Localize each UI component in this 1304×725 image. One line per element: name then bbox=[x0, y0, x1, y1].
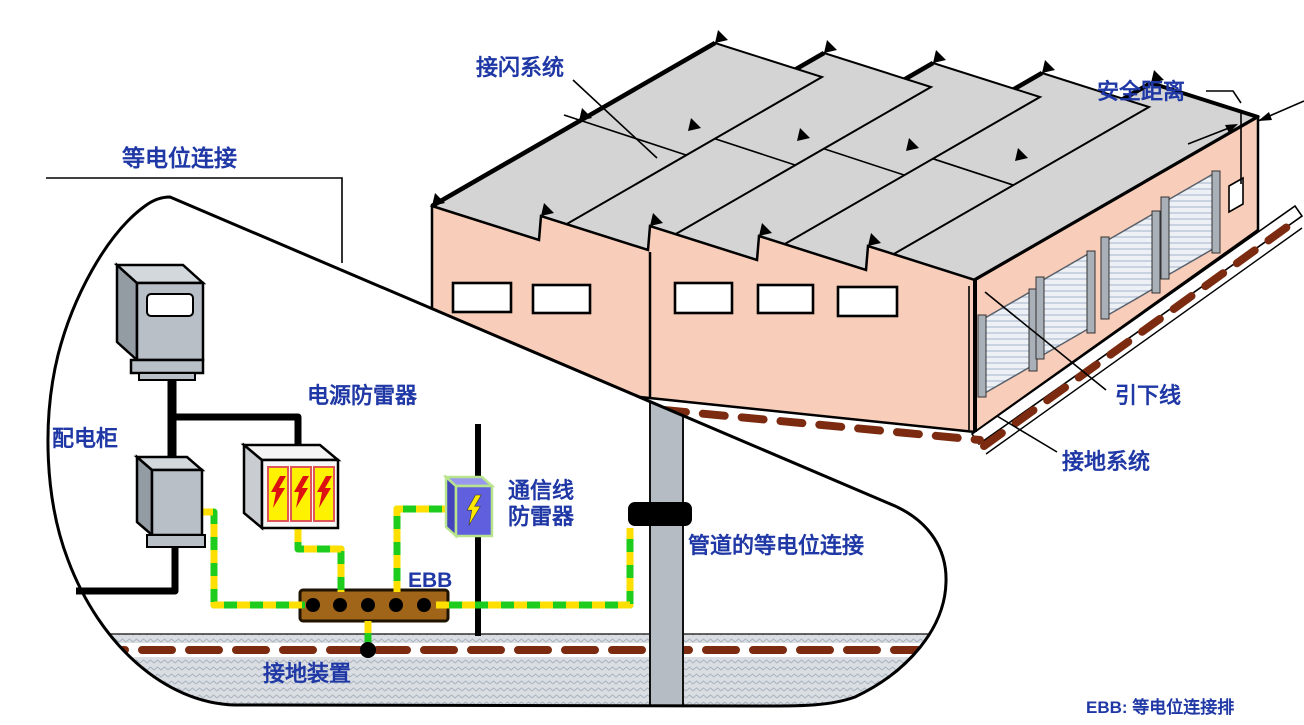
spd-modules bbox=[267, 466, 335, 522]
window bbox=[756, 283, 815, 315]
bonding-wire-ebb-to-pipe-clamp bbox=[436, 528, 634, 609]
footing-line bbox=[985, 227, 1303, 455]
bonding-wire-commspd-to-ebb bbox=[393, 505, 455, 592]
label-ebb: EBB bbox=[408, 569, 452, 592]
window bbox=[1160, 170, 1221, 280]
grounding-ring-dashes bbox=[660, 218, 1298, 450]
window bbox=[531, 283, 592, 315]
label-down-conductor: 引下线 bbox=[1115, 383, 1181, 408]
label-distribution-cabinet: 配电柜 bbox=[52, 426, 118, 451]
label-earthing-system: 接地系统 bbox=[1062, 449, 1150, 474]
window bbox=[673, 281, 734, 315]
label-comm-spd-line2: 防雷器 bbox=[508, 504, 575, 529]
dimension-arrow bbox=[1225, 124, 1238, 133]
window bbox=[836, 285, 899, 318]
side-door bbox=[1228, 176, 1244, 214]
label-air-termination: 接闪系统 bbox=[476, 55, 564, 80]
pipe-clamp bbox=[628, 502, 692, 526]
comm-spd bbox=[442, 474, 496, 539]
label-comm-spd-line1: 通信线 bbox=[508, 478, 574, 503]
leader-equipotential-bonding bbox=[46, 177, 343, 263]
label-safety-distance: 安全距离 bbox=[1097, 79, 1185, 104]
pipe bbox=[649, 384, 684, 706]
window bbox=[1035, 250, 1096, 360]
power-spd bbox=[240, 442, 342, 531]
window bbox=[451, 281, 513, 314]
sawtooth-roof bbox=[429, 30, 1261, 282]
leader-air-termination bbox=[572, 79, 658, 159]
label-legend-ebb: EBB: 等电位连接排 bbox=[1086, 697, 1234, 717]
leader-down-conductor bbox=[984, 291, 1107, 391]
bonding-wire-cabinet-to-ebb bbox=[200, 508, 305, 609]
ground-connection-dot bbox=[360, 642, 376, 658]
dimension-arrow bbox=[1258, 112, 1272, 121]
bonding-wire-spd-to-ebb bbox=[294, 529, 345, 592]
label-earthing-device: 接地装置 bbox=[263, 661, 351, 686]
cabinet-meter-box bbox=[133, 454, 206, 548]
front-wall bbox=[430, 204, 977, 434]
air-terminal-icon bbox=[432, 30, 1164, 246]
cabinet-screen bbox=[146, 293, 194, 317]
distribution-cabinet bbox=[113, 262, 207, 381]
detail-bubble bbox=[47, 197, 947, 706]
label-pipe-bonding: 管道的等电位连接 bbox=[688, 533, 864, 558]
label-equipotential-bonding: 等电位连接 bbox=[122, 145, 237, 171]
safety-distance-annotation bbox=[1187, 90, 1304, 184]
leader-earthing-system bbox=[996, 415, 1058, 453]
label-power-spd: 电源防雷器 bbox=[307, 383, 418, 408]
bonding-wires bbox=[200, 505, 634, 648]
window bbox=[1100, 210, 1161, 320]
front-windows bbox=[451, 281, 899, 318]
ebb-terminals bbox=[306, 598, 431, 612]
ground-layer bbox=[47, 384, 947, 706]
detail-bubble-outline bbox=[46, 195, 948, 708]
